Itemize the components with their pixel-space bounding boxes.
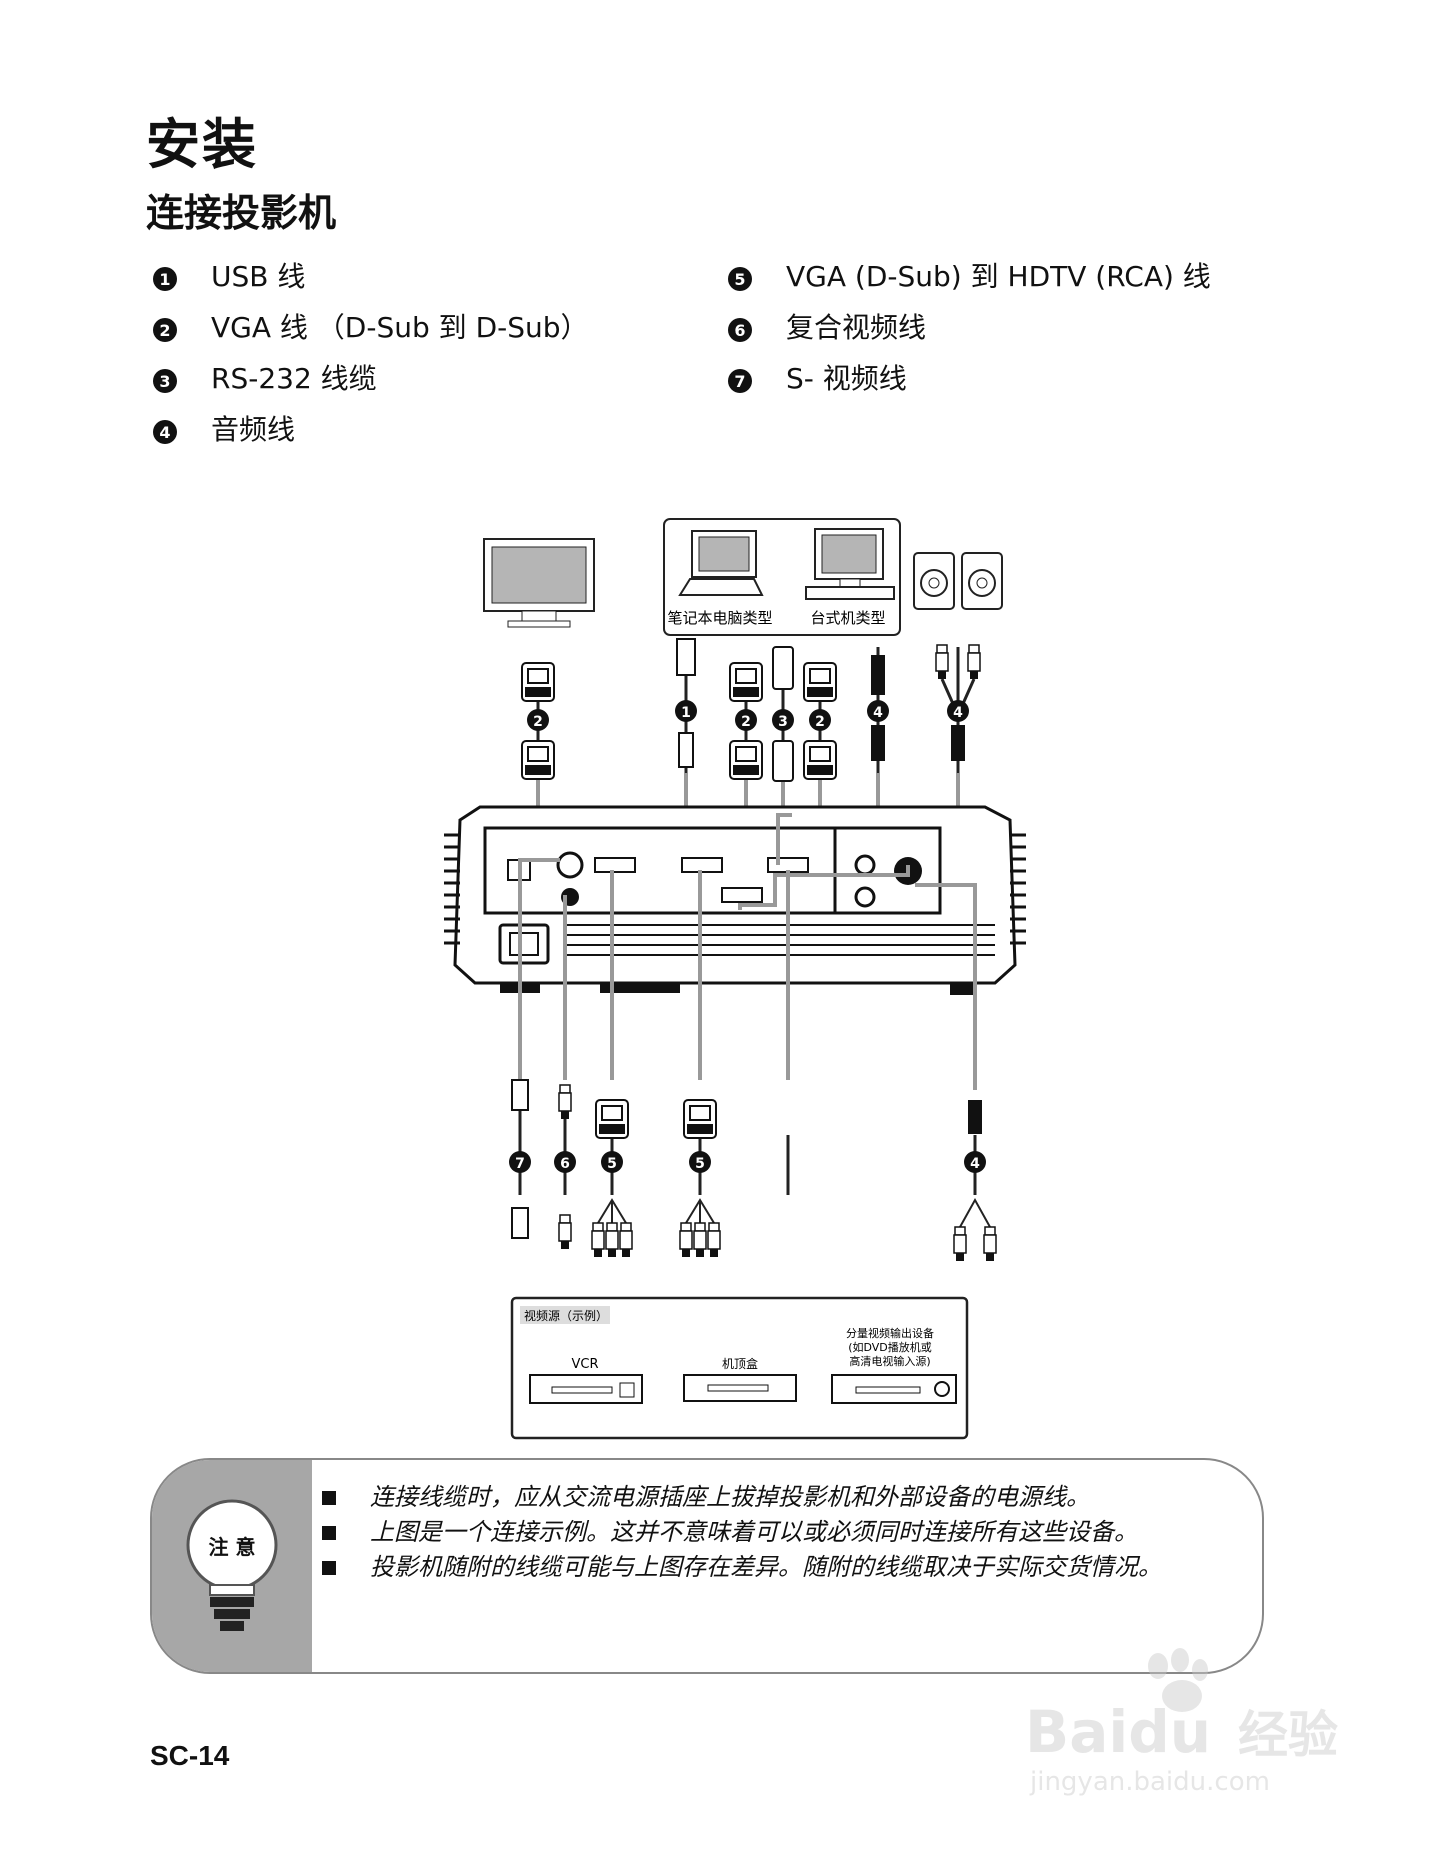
page-title: 安装 — [146, 113, 258, 176]
legend-number-badge: 3 — [153, 369, 177, 393]
laptop-icon — [678, 530, 764, 596]
legend-label: 复合视频线 — [786, 311, 927, 344]
legend-number-badge: 2 — [153, 318, 177, 342]
square-bullet-icon — [322, 1560, 336, 1575]
computer-types-box: 笔记本电脑类型 台式机类型 — [663, 518, 901, 636]
legend-number-badge: 7 — [728, 369, 752, 393]
badge-vga-right: 2 — [809, 709, 831, 731]
badge-vga-left: 2 — [527, 709, 549, 731]
lightbulb-icon: 注 意 — [186, 1499, 278, 1631]
laptop-label: 笔记本电脑类型 — [667, 609, 772, 627]
legend-item-svideo: 7 S- 视频线 — [728, 357, 907, 397]
square-bullet-icon — [322, 1490, 336, 1505]
rs232-plug-icon — [772, 646, 794, 782]
svg-text:7: 7 — [515, 1156, 525, 1172]
watermark-brand-cn: 经验 — [1238, 1706, 1338, 1764]
badge-audio: 4 — [867, 700, 889, 722]
svg-text:4: 4 — [953, 705, 963, 721]
svg-text:2: 2 — [741, 714, 751, 730]
note-item: 投影机随附的线缆可能与上图存在差异。随附的线缆取决于实际交货情况。 — [322, 1550, 1162, 1585]
legend-item-audio: 4 音频线 — [153, 408, 295, 448]
svg-text:4: 4 — [970, 1156, 980, 1172]
desktop-icon — [805, 528, 895, 600]
legend-item-vga-hdtv: 5 VGA (D-Sub) 到 HDTV (RCA) 线 — [728, 255, 1211, 295]
section-title: 连接投影机 — [146, 191, 337, 235]
set-top-box-label: 机顶盒 — [722, 1356, 758, 1371]
svg-text:6: 6 — [560, 1156, 570, 1172]
badge-svideo: 7 — [509, 1151, 531, 1173]
svg-text:2: 2 — [815, 714, 825, 730]
vcr-label: VCR — [571, 1357, 598, 1372]
component-device-label: 高清电视输入源) — [849, 1354, 930, 1368]
component-device-label: (如DVD播放机或 — [848, 1340, 932, 1354]
svg-text:2: 2 — [533, 714, 543, 730]
badge-hdtv-b: 5 — [689, 1151, 711, 1173]
note-text: 连接线缆时，应从交流电源插座上拔掉投影机和外部设备的电源线。 — [370, 1483, 1090, 1511]
set-top-box-icon — [683, 1374, 797, 1402]
svg-text:4: 4 — [873, 705, 883, 721]
dvd-player-icon — [831, 1374, 957, 1404]
note-item: 上图是一个连接示例。这并不意味着可以或必须同时连接所有这些设备。 — [322, 1515, 1162, 1550]
badge-rs232: 3 — [772, 709, 794, 731]
legend-number-badge: 1 — [153, 267, 177, 291]
audio-jack-icon — [871, 655, 885, 761]
legend-item-vga: 2 VGA 线 （D-Sub 到 D-Sub） — [153, 306, 589, 346]
note-item: 连接线缆时，应从交流电源插座上拔掉投影机和外部设备的电源线。 — [322, 1480, 1162, 1515]
watermark-brand: Baidu — [1025, 1698, 1211, 1766]
legend-label: VGA (D-Sub) 到 HDTV (RCA) 线 — [786, 260, 1211, 293]
legend-number-badge: 4 — [153, 420, 177, 444]
legend-item-composite: 6 复合视频线 — [728, 306, 926, 346]
legend-label: 音频线 — [211, 413, 296, 446]
video-source-title: 视频源（示例） — [524, 1308, 608, 1323]
svideo-plug-icon — [511, 1079, 529, 1239]
note-list: 连接线缆时，应从交流电源插座上拔掉投影机和外部设备的电源线。 上图是一个连接示例… — [322, 1480, 1162, 1585]
legend-label: VGA 线 （D-Sub 到 D-Sub） — [211, 311, 589, 344]
svg-text:5: 5 — [695, 1156, 705, 1172]
badge-vga-mid: 2 — [735, 709, 757, 731]
legend-number-badge: 6 — [728, 318, 752, 342]
projector-rear-icon — [444, 805, 1026, 995]
monitor-icon — [483, 538, 595, 628]
note-text: 投影机随附的线缆可能与上图存在差异。随附的线缆取决于实际交货情况。 — [370, 1553, 1162, 1581]
legend-label: S- 视频线 — [786, 362, 907, 395]
bottom-cables — [518, 1090, 977, 1195]
note-box: 注 意 连接线缆时，应从交流电源插座上拔掉投影机和外部设备的电源线。 上图是一个… — [150, 1458, 1264, 1674]
svg-text:5: 5 — [607, 1156, 617, 1172]
badge-usb: 1 — [675, 700, 697, 722]
legend-label: USB 线 — [211, 260, 306, 293]
component-rca-plugs — [597, 1197, 991, 1228]
desktop-label: 台式机类型 — [810, 609, 885, 627]
baidu-watermark-logo: Baidu 经验 jingyan.baidu.com — [1025, 1648, 1338, 1797]
square-bullet-icon — [322, 1525, 336, 1540]
audio-jack-bottom-icon — [968, 1100, 982, 1134]
legend-item-rs232: 3 RS-232 线缆 — [153, 357, 377, 397]
badge-hdtv-a: 5 — [601, 1151, 623, 1173]
note-sidebar: 注 意 — [152, 1460, 312, 1672]
legend-item-usb: 1 USB 线 — [153, 255, 305, 295]
vcr-icon — [529, 1374, 643, 1404]
connection-diagram: 笔记本电脑类型 台式机类型 — [444, 518, 1026, 1440]
badge-audio-bottom: 4 — [964, 1151, 986, 1173]
page-number: SC-14 — [150, 1740, 230, 1771]
badge-audio-rca: 4 — [947, 700, 969, 722]
video-source-box: 视频源（示例） VCR 机顶盒 分量视频输出设备 (如DVD播放机或 高清电视输… — [510, 1296, 969, 1440]
svg-text:3: 3 — [778, 714, 788, 730]
legend-label: RS-232 线缆 — [211, 362, 377, 395]
usb-plug-icon — [676, 638, 696, 768]
component-device-label: 分量视频输出设备 — [846, 1326, 934, 1340]
bottom-cable-routing — [518, 813, 977, 1090]
note-text: 上图是一个连接示例。这并不意味着可以或必须同时连接所有这些设备。 — [370, 1518, 1138, 1546]
speakers-icon — [913, 552, 1003, 610]
watermark-url: jingyan.baidu.com — [1029, 1767, 1270, 1797]
legend-number-badge: 5 — [728, 267, 752, 291]
note-badge-text: 注 意 — [209, 1535, 256, 1559]
badge-composite: 6 — [554, 1151, 576, 1173]
svg-text:1: 1 — [681, 705, 691, 721]
